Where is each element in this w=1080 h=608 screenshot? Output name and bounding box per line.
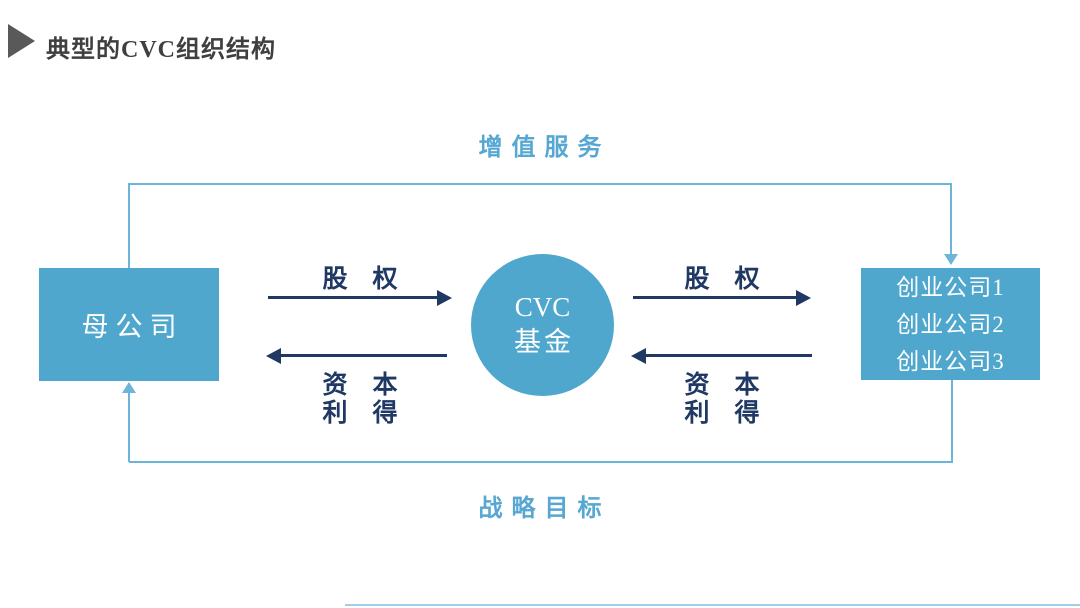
capital-gains-arrow-right-shaft <box>645 354 812 357</box>
cvc-fund-circle: CVC 基金 <box>471 254 614 396</box>
top-loop-left-vertical-line <box>128 183 130 268</box>
parent-company-label: 母公司 <box>81 312 184 342</box>
startup-company-2-label: 创业公司2 <box>896 311 1005 337</box>
cvc-fund-line1: CVC <box>514 292 571 322</box>
cvc-fund-line2: 基金 <box>514 327 574 357</box>
equity-arrow-left-head-icon <box>437 290 452 306</box>
arrowhead-down-icon <box>944 254 958 265</box>
top-loop-horizontal-line <box>128 183 952 185</box>
bottom-divider-line <box>345 604 1080 606</box>
parent-company-box: 母公司 <box>39 268 219 381</box>
title-triangle-icon <box>8 24 35 58</box>
capital-gains-arrow-left-head-icon <box>266 348 281 364</box>
capital-gains-label-left-line1: 资本 <box>322 372 423 399</box>
equity-arrow-right-shaft <box>633 296 799 299</box>
value-added-services-label: 增值服务 <box>478 135 611 161</box>
startup-company-1-label: 创业公司1 <box>896 274 1005 300</box>
capital-gains-label-right-line2: 利得 <box>684 400 785 427</box>
bottom-loop-right-vertical-line <box>951 380 953 462</box>
capital-gains-label-right-line1: 资本 <box>684 372 785 399</box>
startup-companies-box: 创业公司1 创业公司2 创业公司3 <box>861 268 1040 380</box>
top-loop-right-vertical-line <box>950 183 952 257</box>
page-title: 典型的CVC组织结构 <box>46 37 276 63</box>
equity-arrow-left-shaft <box>268 296 440 299</box>
startup-company-3-label: 创业公司3 <box>896 348 1005 374</box>
arrowhead-up-icon <box>122 382 136 393</box>
capital-gains-label-left-line2: 利得 <box>322 400 423 427</box>
equity-label-right: 股权 <box>684 266 785 293</box>
bottom-loop-left-vertical-line <box>128 391 130 462</box>
equity-arrow-right-head-icon <box>796 290 811 306</box>
equity-label-left: 股权 <box>322 266 423 293</box>
strategic-goals-label: 战略目标 <box>478 496 611 522</box>
capital-gains-arrow-right-head-icon <box>631 348 646 364</box>
bottom-loop-horizontal-line <box>129 461 953 463</box>
capital-gains-arrow-left-shaft <box>280 354 447 357</box>
